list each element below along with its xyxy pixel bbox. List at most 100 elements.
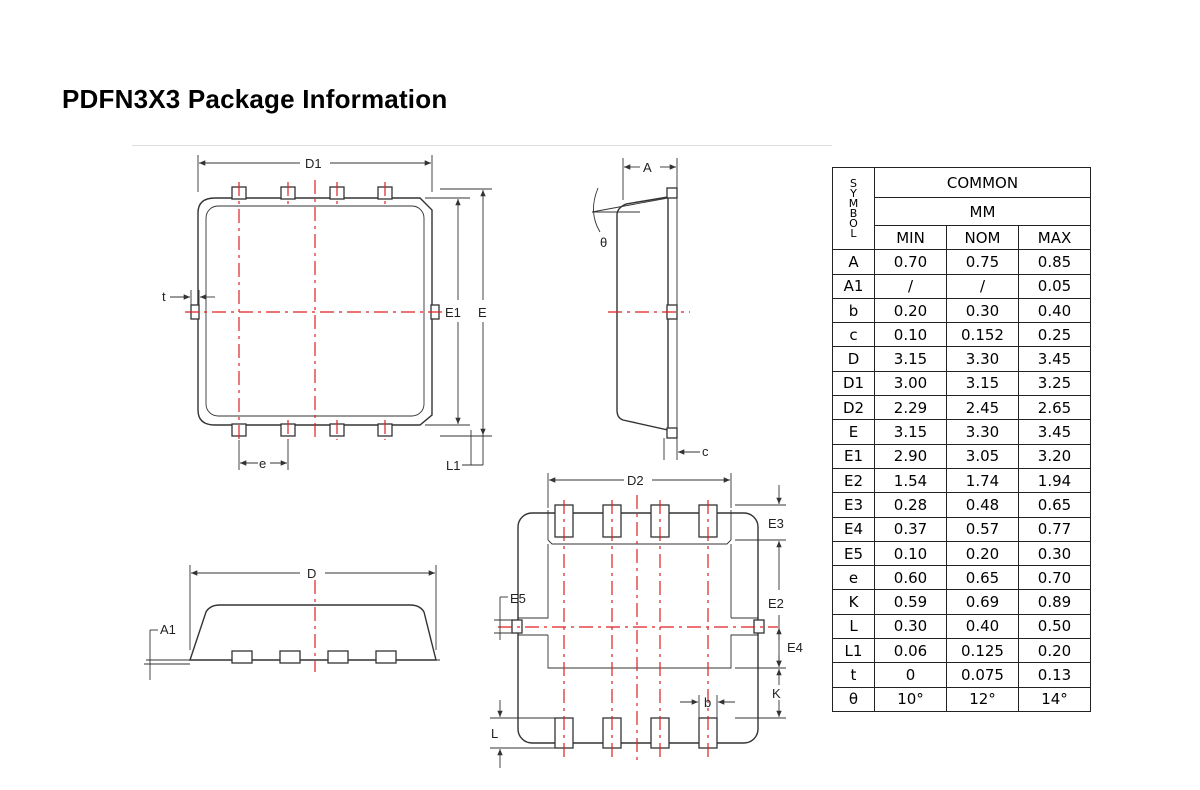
front-lead (279, 650, 301, 664)
row-symbol: t (832, 662, 875, 688)
row-max: 0.05 (1018, 273, 1091, 299)
row-nom: 3.05 (946, 443, 1019, 469)
row-min: 0.28 (874, 492, 947, 518)
side-view-body (616, 196, 669, 431)
row-symbol: θ (832, 686, 875, 712)
label-t: t (162, 289, 166, 304)
label-E5: E5 (510, 591, 526, 606)
page-title: PDFN3X3 Package Information (62, 84, 448, 114)
row-nom: 0.20 (946, 540, 1019, 567)
row-nom: 0.48 (946, 492, 1019, 518)
row-nom: 2.45 (946, 395, 1019, 421)
bottom-view: D2 E3 E2 E4 K E5 b L (490, 473, 803, 768)
row-min: 3.15 (874, 419, 947, 445)
label-E3: E3 (768, 516, 784, 531)
side-lead (666, 187, 678, 199)
front-lead (231, 650, 253, 664)
package-drawing: D1 E1 E t e L1 (144, 155, 803, 768)
row-nom: 3.30 (946, 346, 1019, 372)
exposed-pad (518, 510, 758, 669)
row-symbol: e (832, 565, 875, 591)
label-E: E (478, 305, 487, 320)
top-view: D1 E1 E t e L1 (162, 155, 492, 473)
row-max: 0.50 (1018, 613, 1091, 640)
row-min: 2.29 (874, 395, 947, 421)
label-D: D (307, 566, 316, 581)
row-min: 0.60 (874, 565, 947, 591)
row-max: 1.94 (1018, 467, 1091, 494)
symbol-header-letter: S (850, 176, 857, 190)
row-max: 3.25 (1018, 370, 1091, 397)
row-min: 0.10 (874, 322, 947, 348)
table-row: A1//0.05 (832, 273, 1091, 299)
row-max: 3.20 (1018, 443, 1091, 469)
label-K: K (772, 686, 781, 701)
row-nom: 0.30 (946, 297, 1019, 324)
row-symbol: b (832, 297, 875, 324)
row-min: 0.30 (874, 613, 947, 640)
row-symbol: E4 (832, 516, 875, 542)
symbol-header-letter: M (848, 196, 859, 210)
label-E1: E1 (445, 305, 461, 320)
row-symbol: A1 (832, 273, 875, 299)
row-symbol: E5 (832, 540, 875, 567)
row-symbol: D1 (832, 370, 875, 397)
row-max: 3.45 (1018, 346, 1091, 372)
column-header-nom: NOM (946, 224, 1019, 251)
row-min: 3.00 (874, 370, 947, 397)
row-nom: 0.69 (946, 589, 1019, 615)
row-min: 0.06 (874, 638, 947, 664)
front-view: D A1 (144, 565, 440, 680)
label-b: b (704, 695, 711, 710)
row-symbol: L (832, 613, 875, 640)
row-min: 2.90 (874, 443, 947, 469)
row-min: 3.15 (874, 346, 947, 372)
unit-header: MM (874, 197, 1091, 226)
row-symbol: D2 (832, 395, 875, 421)
label-A1: A1 (160, 622, 176, 637)
row-symbol: K (832, 589, 875, 615)
label-E2: E2 (768, 596, 784, 611)
bottom-view-body (517, 512, 759, 744)
row-symbol: E3 (832, 492, 875, 518)
front-lead (327, 650, 349, 664)
row-max: 0.65 (1018, 492, 1091, 518)
row-symbol: E1 (832, 443, 875, 469)
row-min: 0.59 (874, 589, 947, 615)
row-max: 0.30 (1018, 540, 1091, 567)
row-min: 0.10 (874, 540, 947, 567)
row-symbol: E2 (832, 467, 875, 494)
row-nom: 0.152 (946, 322, 1019, 348)
row-max: 0.70 (1018, 565, 1091, 591)
divider (132, 145, 832, 146)
label-theta: θ (600, 235, 607, 250)
row-min: 0 (874, 662, 947, 688)
row-nom: 1.74 (946, 467, 1019, 494)
row-min: / (874, 273, 947, 299)
row-max: 0.89 (1018, 589, 1091, 615)
symbol-header-letter: L (850, 226, 857, 240)
front-lead (375, 650, 397, 664)
front-view-body (189, 604, 437, 661)
symbol-header-letter: O (849, 216, 858, 230)
row-symbol: E (832, 419, 875, 445)
row-max: 2.65 (1018, 395, 1091, 421)
row-min: 0.20 (874, 297, 947, 324)
row-symbol: L1 (832, 638, 875, 664)
